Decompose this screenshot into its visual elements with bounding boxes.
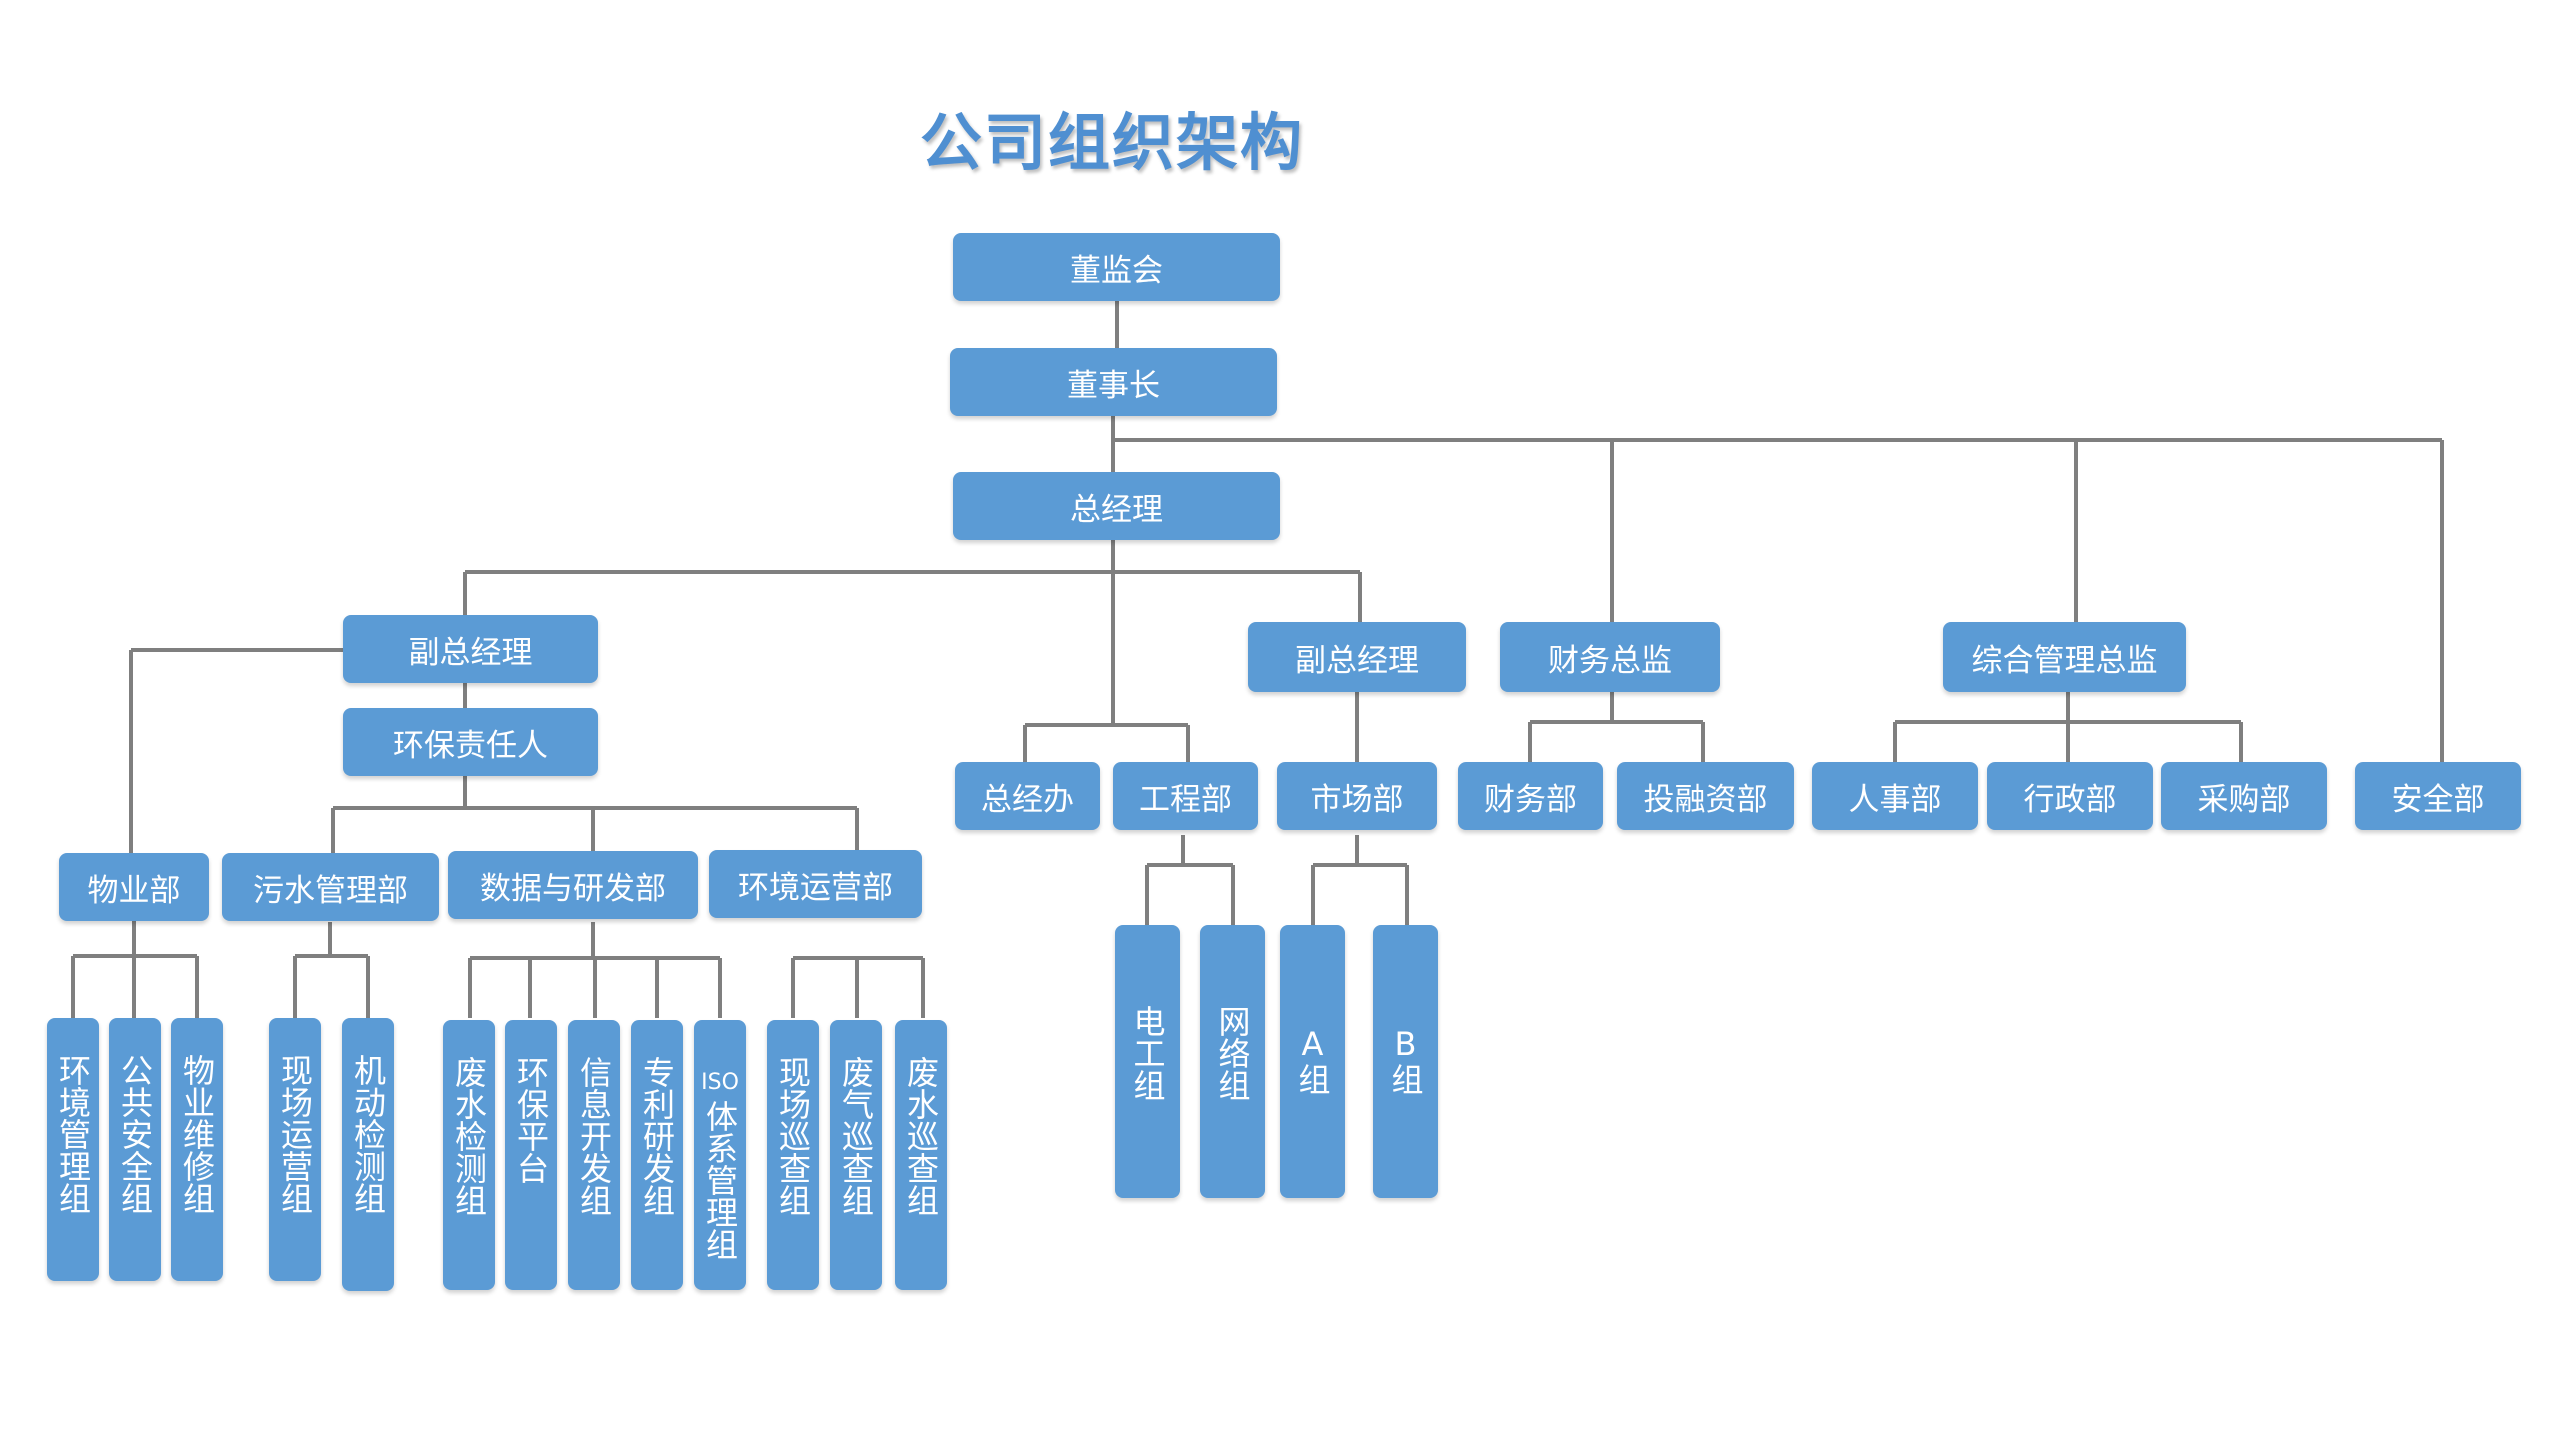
water-patrol-group-label: 废水巡查组 <box>902 1056 940 1216</box>
group-a-node: A组 <box>1280 925 1345 1198</box>
public-safety-group-label: 公共安全组 <box>116 1054 154 1214</box>
hr-dept-node: 人事部 <box>1812 762 1978 830</box>
network-group-label: 网络组 <box>1213 1005 1252 1101</box>
wastewater-testing-group-label: 废水检测组 <box>450 1056 488 1216</box>
board-of-supervisors-node: 董监会 <box>953 233 1280 301</box>
safety-dept-node: 安全部 <box>2355 762 2521 830</box>
gas-patrol-group-node: 废气巡查组 <box>830 1020 882 1290</box>
patent-rd-group-node: 专利研发组 <box>631 1020 683 1290</box>
mobile-testing-group-node: 机动检测组 <box>342 1018 394 1291</box>
info-dev-group-label: 信息开发组 <box>575 1056 613 1216</box>
site-ops-group-node: 现场运营组 <box>269 1018 321 1281</box>
engineering-dept-node: 工程部 <box>1113 762 1258 830</box>
property-repair-group-label: 物业维修组 <box>178 1054 216 1214</box>
purchase-dept-node: 采购部 <box>2161 762 2327 830</box>
env-ops-dept-node: 环境运营部 <box>709 850 922 918</box>
network-group-node: 网络组 <box>1200 925 1265 1198</box>
group-b-node: B组 <box>1373 925 1438 1198</box>
property-repair-group-node: 物业维修组 <box>171 1018 223 1281</box>
wastewater-testing-group-node: 废水检测组 <box>443 1020 495 1290</box>
cfo-node: 财务总监 <box>1500 622 1720 692</box>
gm-office-node: 总经办 <box>955 762 1100 830</box>
market-dept-node: 市场部 <box>1277 762 1437 830</box>
public-safety-group-node: 公共安全组 <box>109 1018 161 1281</box>
group-b-label: B组 <box>1386 1025 1425 1095</box>
admin-director-node: 综合管理总监 <box>1943 622 2186 692</box>
electric-group-label: 电工组 <box>1128 1005 1167 1101</box>
patent-rd-group-label: 专利研发组 <box>638 1056 676 1216</box>
data-rd-dept-node: 数据与研发部 <box>448 851 698 919</box>
page-title: 公司组织架构 <box>920 106 1305 179</box>
admin-dept-node: 行政部 <box>1987 762 2153 830</box>
electric-group-node: 电工组 <box>1115 925 1180 1198</box>
finance-dept-node: 财务部 <box>1458 762 1603 830</box>
env-responsible-node: 环保责任人 <box>343 708 598 776</box>
property-dept-node: 物业部 <box>59 853 209 921</box>
env-mgmt-group-node: 环境管理组 <box>47 1018 99 1281</box>
site-ops-group-label: 现场运营组 <box>276 1054 314 1214</box>
env-platform-group-label: 环保平台 <box>512 1056 550 1184</box>
site-patrol-group-label: 现场巡查组 <box>774 1056 812 1216</box>
water-patrol-group-node: 废水巡查组 <box>895 1020 947 1290</box>
iso-system-group-label: 体系管理组 <box>701 1100 739 1260</box>
info-dev-group-node: 信息开发组 <box>568 1020 620 1290</box>
group-a-label: A组 <box>1293 1025 1332 1095</box>
investment-dept-node: 投融资部 <box>1617 762 1794 830</box>
deputy-gm-right-node: 副总经理 <box>1248 622 1466 692</box>
env-platform-group-node: 环保平台 <box>505 1020 557 1290</box>
site-patrol-group-node: 现场巡查组 <box>767 1020 819 1290</box>
iso-prefix-label: ISO <box>701 1070 739 1095</box>
mobile-testing-group-label: 机动检测组 <box>349 1054 387 1214</box>
gas-patrol-group-label: 废气巡查组 <box>837 1056 875 1216</box>
sewage-dept-node: 污水管理部 <box>222 853 439 921</box>
general-manager-node: 总经理 <box>953 472 1280 540</box>
env-mgmt-group-label: 环境管理组 <box>54 1054 92 1214</box>
chairman-node: 董事长 <box>950 348 1277 416</box>
deputy-gm-left-node: 副总经理 <box>343 615 598 683</box>
iso-system-group-node: ISO 体系管理组 <box>694 1020 746 1290</box>
